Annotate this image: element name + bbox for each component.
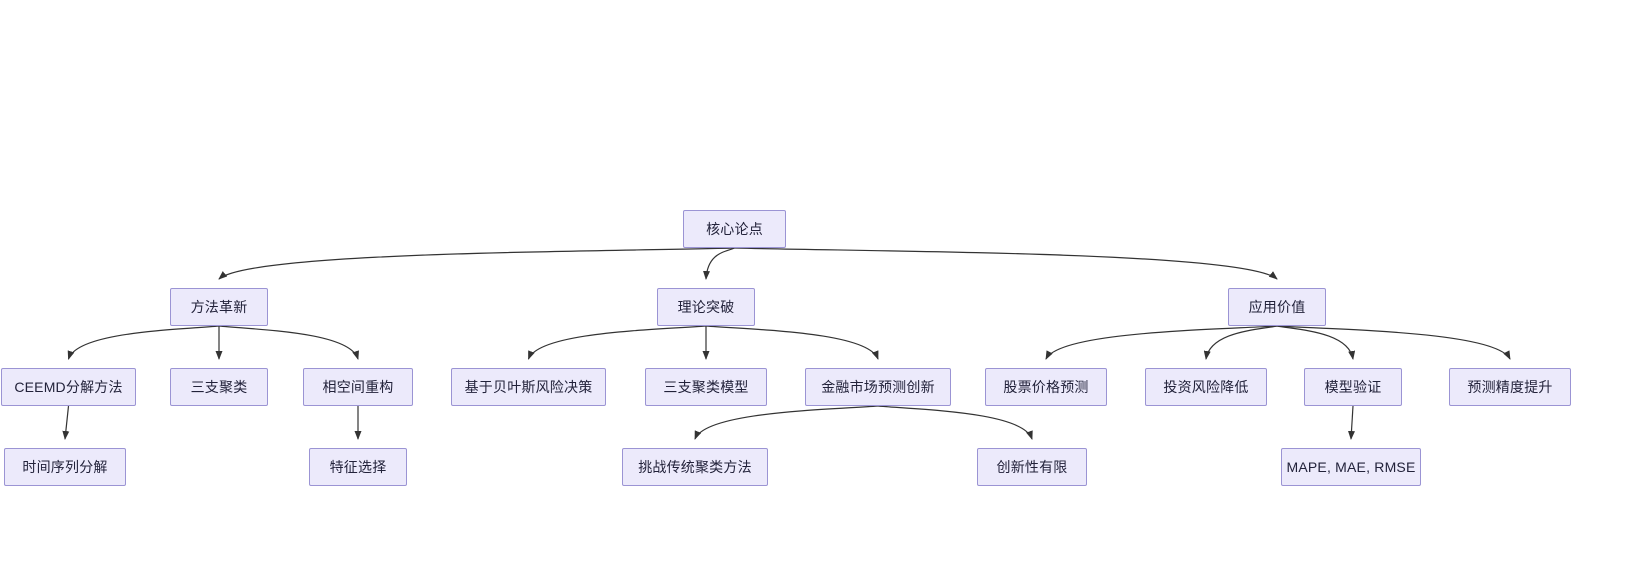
mindmap-node-l2c[interactable]: 应用价值 xyxy=(1228,288,1326,326)
mindmap-node-l3c3[interactable]: 模型验证 xyxy=(1304,368,1402,406)
mindmap-node-l4c1[interactable]: MAPE, MAE, RMSE xyxy=(1281,448,1421,486)
edge-l2c-to-l3c1 xyxy=(1045,325,1278,360)
mindmap-node-l3a2[interactable]: 三支聚类 xyxy=(170,368,268,406)
mindmap-node-l3b3[interactable]: 金融市场预测创新 xyxy=(805,368,951,406)
mindmap-node-l4a2[interactable]: 特征选择 xyxy=(309,448,407,486)
edge-l3b3-to-l4b1 xyxy=(694,405,879,440)
node-label: CEEMD分解方法 xyxy=(14,379,123,395)
mindmap-node-l4b2[interactable]: 创新性有限 xyxy=(977,448,1087,486)
mindmap-node-l4a1[interactable]: 时间序列分解 xyxy=(4,448,126,486)
node-label: 核心论点 xyxy=(706,221,763,237)
mindmap-node-root[interactable]: 核心论点 xyxy=(683,210,786,248)
node-label: 预测精度提升 xyxy=(1467,379,1553,395)
edge-root-to-l2a xyxy=(218,247,735,280)
edge-l2b-to-l3b1 xyxy=(527,325,707,360)
mindmap-node-l3b1[interactable]: 基于贝叶斯风险决策 xyxy=(451,368,606,406)
node-label: 三支聚类模型 xyxy=(663,379,749,395)
edge-l2b-to-l3b3 xyxy=(705,325,879,360)
mindmap-node-l3c1[interactable]: 股票价格预测 xyxy=(985,368,1107,406)
edge-l3c3-to-l4c1 xyxy=(1347,405,1355,440)
node-label: 挑战传统聚类方法 xyxy=(638,459,752,475)
mindmap-node-l2a[interactable]: 方法革新 xyxy=(170,288,268,326)
mindmap-node-l2b[interactable]: 理论突破 xyxy=(657,288,755,326)
node-label: 股票价格预测 xyxy=(1003,379,1089,395)
edge-l2c-to-l3c4 xyxy=(1276,325,1511,360)
node-label: 模型验证 xyxy=(1324,379,1382,395)
node-label: 方法革新 xyxy=(190,299,248,315)
mindmap-node-l3a3[interactable]: 相空间重构 xyxy=(303,368,413,406)
node-label: MAPE, MAE, RMSE xyxy=(1286,459,1416,475)
node-label: 创新性有限 xyxy=(996,459,1068,475)
mindmap-node-l3b2[interactable]: 三支聚类模型 xyxy=(645,368,767,406)
edge-l2c-to-l3c3 xyxy=(1276,325,1356,360)
edge-root-to-l2c xyxy=(734,247,1278,280)
node-label: 投资风险降低 xyxy=(1163,379,1249,395)
edge-l3a1-to-l4a1 xyxy=(62,405,70,440)
node-label: 时间序列分解 xyxy=(22,459,108,475)
edge-paths xyxy=(62,247,1511,440)
mindmap-node-l3a1[interactable]: CEEMD分解方法 xyxy=(1,368,136,406)
node-label: 三支聚类 xyxy=(190,379,248,395)
edge-l2a-to-l3a1 xyxy=(67,325,220,360)
node-label: 基于贝叶斯风险决策 xyxy=(464,379,593,395)
edge-root-to-l2b xyxy=(703,247,735,280)
node-label: 理论突破 xyxy=(677,299,735,315)
mindmap-node-l3c2[interactable]: 投资风险降低 xyxy=(1145,368,1267,406)
edge-l3b3-to-l4b2 xyxy=(877,405,1033,440)
node-label: 应用价值 xyxy=(1248,299,1306,315)
edge-l2a-to-l3a3 xyxy=(218,325,359,360)
node-label: 特征选择 xyxy=(329,459,387,475)
edge-l2c-to-l3c2 xyxy=(1203,325,1278,360)
mindmap-node-l4b1[interactable]: 挑战传统聚类方法 xyxy=(622,448,768,486)
mindmap-node-l3c4[interactable]: 预测精度提升 xyxy=(1449,368,1571,406)
node-label: 金融市场预测创新 xyxy=(821,379,935,395)
node-label: 相空间重构 xyxy=(322,379,394,395)
